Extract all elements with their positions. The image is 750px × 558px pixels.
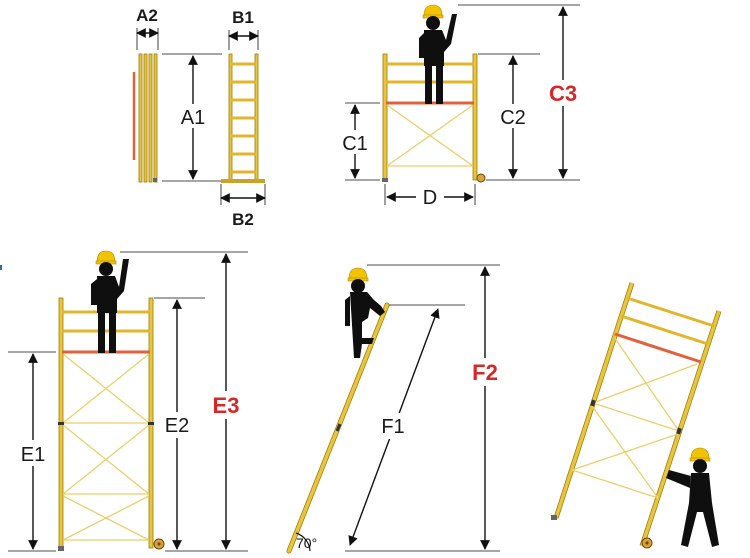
label-f1: F1 [381, 416, 404, 438]
worker-small-tower [419, 4, 457, 104]
folded-frame-view [132, 53, 158, 183]
dimension-b2: B2 [220, 184, 266, 229]
raising-tower-view [551, 282, 722, 549]
label-e2: E2 [165, 415, 189, 437]
dimension-a2: A2 [136, 6, 159, 50]
dimension-b1: B1 [228, 8, 259, 50]
label-c1: C1 [342, 133, 368, 155]
dimension-d: D [384, 184, 476, 209]
dimension-f1: F1 [348, 304, 465, 546]
worker-raising-tower [666, 447, 719, 547]
label-b2: B2 [232, 210, 254, 229]
dimension-c2: C2 [478, 53, 540, 181]
dimension-c1: C1 [340, 102, 380, 181]
dimension-c3: C3 [458, 4, 580, 181]
label-d: D [423, 187, 437, 209]
edge-mark [0, 265, 2, 270]
label-f2: F2 [472, 360, 498, 385]
dimension-e2: E2 [154, 297, 205, 552]
angle-indicator: 70° [295, 532, 317, 552]
angle-label: 70° [296, 535, 317, 551]
dimension-e3: E3 [120, 251, 248, 552]
tall-tower-view [58, 297, 165, 551]
label-c3: C3 [549, 81, 577, 106]
label-a1: A1 [181, 107, 205, 129]
dimension-a1: A1 [162, 53, 222, 182]
small-tower-view [382, 53, 486, 183]
worker-climbing-ladder [345, 267, 385, 358]
dimension-e1: E1 [8, 351, 56, 552]
worker-tall-tower [91, 250, 129, 353]
single-frame-view [221, 53, 265, 183]
dimension-f2: F2 [345, 264, 504, 552]
label-a2: A2 [136, 6, 158, 25]
label-c2: C2 [500, 107, 526, 129]
label-e1: E1 [21, 444, 45, 466]
label-b1: B1 [232, 8, 254, 27]
label-e3: E3 [213, 393, 240, 418]
